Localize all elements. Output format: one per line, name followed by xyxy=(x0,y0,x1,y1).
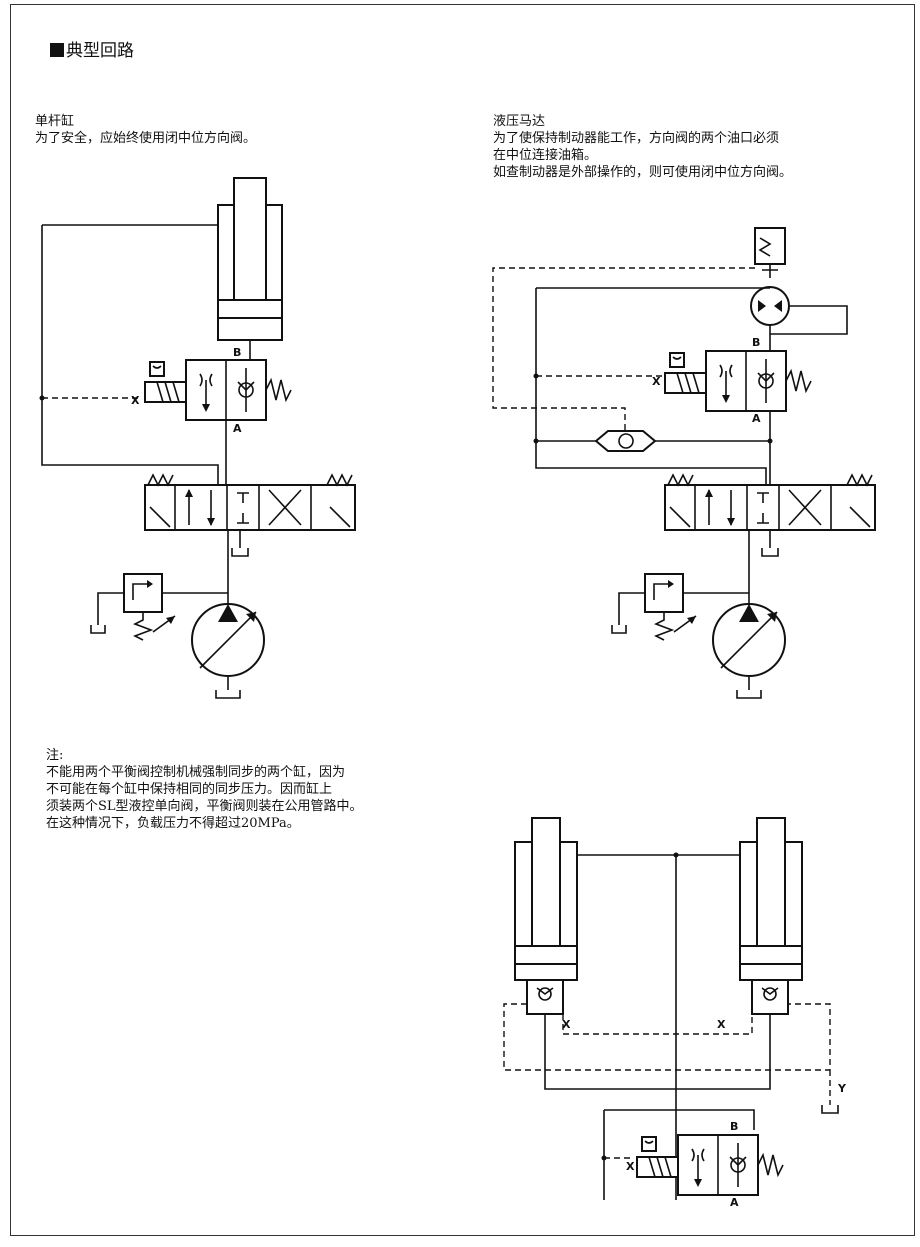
motor-line: 在中位连接油箱。 xyxy=(493,148,598,163)
port-label-a: A xyxy=(730,1196,739,1209)
hydraulic-motor-text: 液压马达 为了使保持制动器能工作，方向阀的两个油口必须 在中位连接油箱。 如查制… xyxy=(493,113,792,181)
single-rod-heading: 单杆缸 xyxy=(35,114,75,129)
synchronized-cylinders-circuit: X X Y B A X xyxy=(503,817,847,1209)
port-label-x: X xyxy=(626,1160,635,1173)
shuttle-valve xyxy=(594,430,657,452)
port-label-b: B xyxy=(233,346,241,359)
port-label-x: X xyxy=(652,375,661,388)
single-rod-line: 为了安全，应始终使用闭中位方向阀。 xyxy=(35,131,257,146)
bullet-square-icon xyxy=(50,43,64,57)
note-line: 在这种情况下，负载压力不得超过20MPa。 xyxy=(46,816,300,831)
port-label-a: A xyxy=(233,422,242,435)
port-label-a: A xyxy=(752,412,761,425)
port-label-b: B xyxy=(752,336,760,349)
note-line: 须装两个SL型液控单向阀，平衡阀则装在公用管路中。 xyxy=(46,799,363,814)
section-title: 典型回路 xyxy=(50,36,134,61)
note-line: 不能用两个平衡阀控制机械强制同步的两个缸，因为 xyxy=(46,765,346,780)
single-rod-cylinder-text: 单杆缸 为了安全，应始终使用闭中位方向阀。 xyxy=(35,113,256,147)
section-title-text: 典型回路 xyxy=(66,41,134,61)
port-label-b: B xyxy=(730,1120,738,1133)
hydraulic-motor-circuit: B A X xyxy=(492,227,876,699)
hydraulic-motor-symbol xyxy=(750,286,790,326)
motor-heading: 液压马达 xyxy=(493,114,546,129)
port-label-x: X xyxy=(562,1018,571,1031)
port-label-x: X xyxy=(131,394,140,407)
motor-line: 为了使保持制动器能工作，方向阀的两个油口必须 xyxy=(493,131,780,146)
note-heading: 注: xyxy=(46,748,64,763)
cylinder-piston xyxy=(217,299,283,319)
port-label-y: Y xyxy=(837,1082,847,1095)
brake-spring xyxy=(754,227,786,265)
single-rod-cylinder-circuit: B A X xyxy=(39,177,356,699)
page-frame xyxy=(10,4,915,1236)
port-label-x: X xyxy=(717,1018,726,1031)
cylinder-rod xyxy=(233,177,267,301)
note-text: 注: 不能用两个平衡阀控制机械强制同步的两个缸，因为 不可能在每个缸中保持相同的… xyxy=(46,747,363,832)
note-line: 不可能在每个缸中保持相同的同步压力。因而缸上 xyxy=(46,782,333,797)
motor-line: 如查制动器是外部操作的，则可使用闭中位方向阀。 xyxy=(493,165,793,180)
